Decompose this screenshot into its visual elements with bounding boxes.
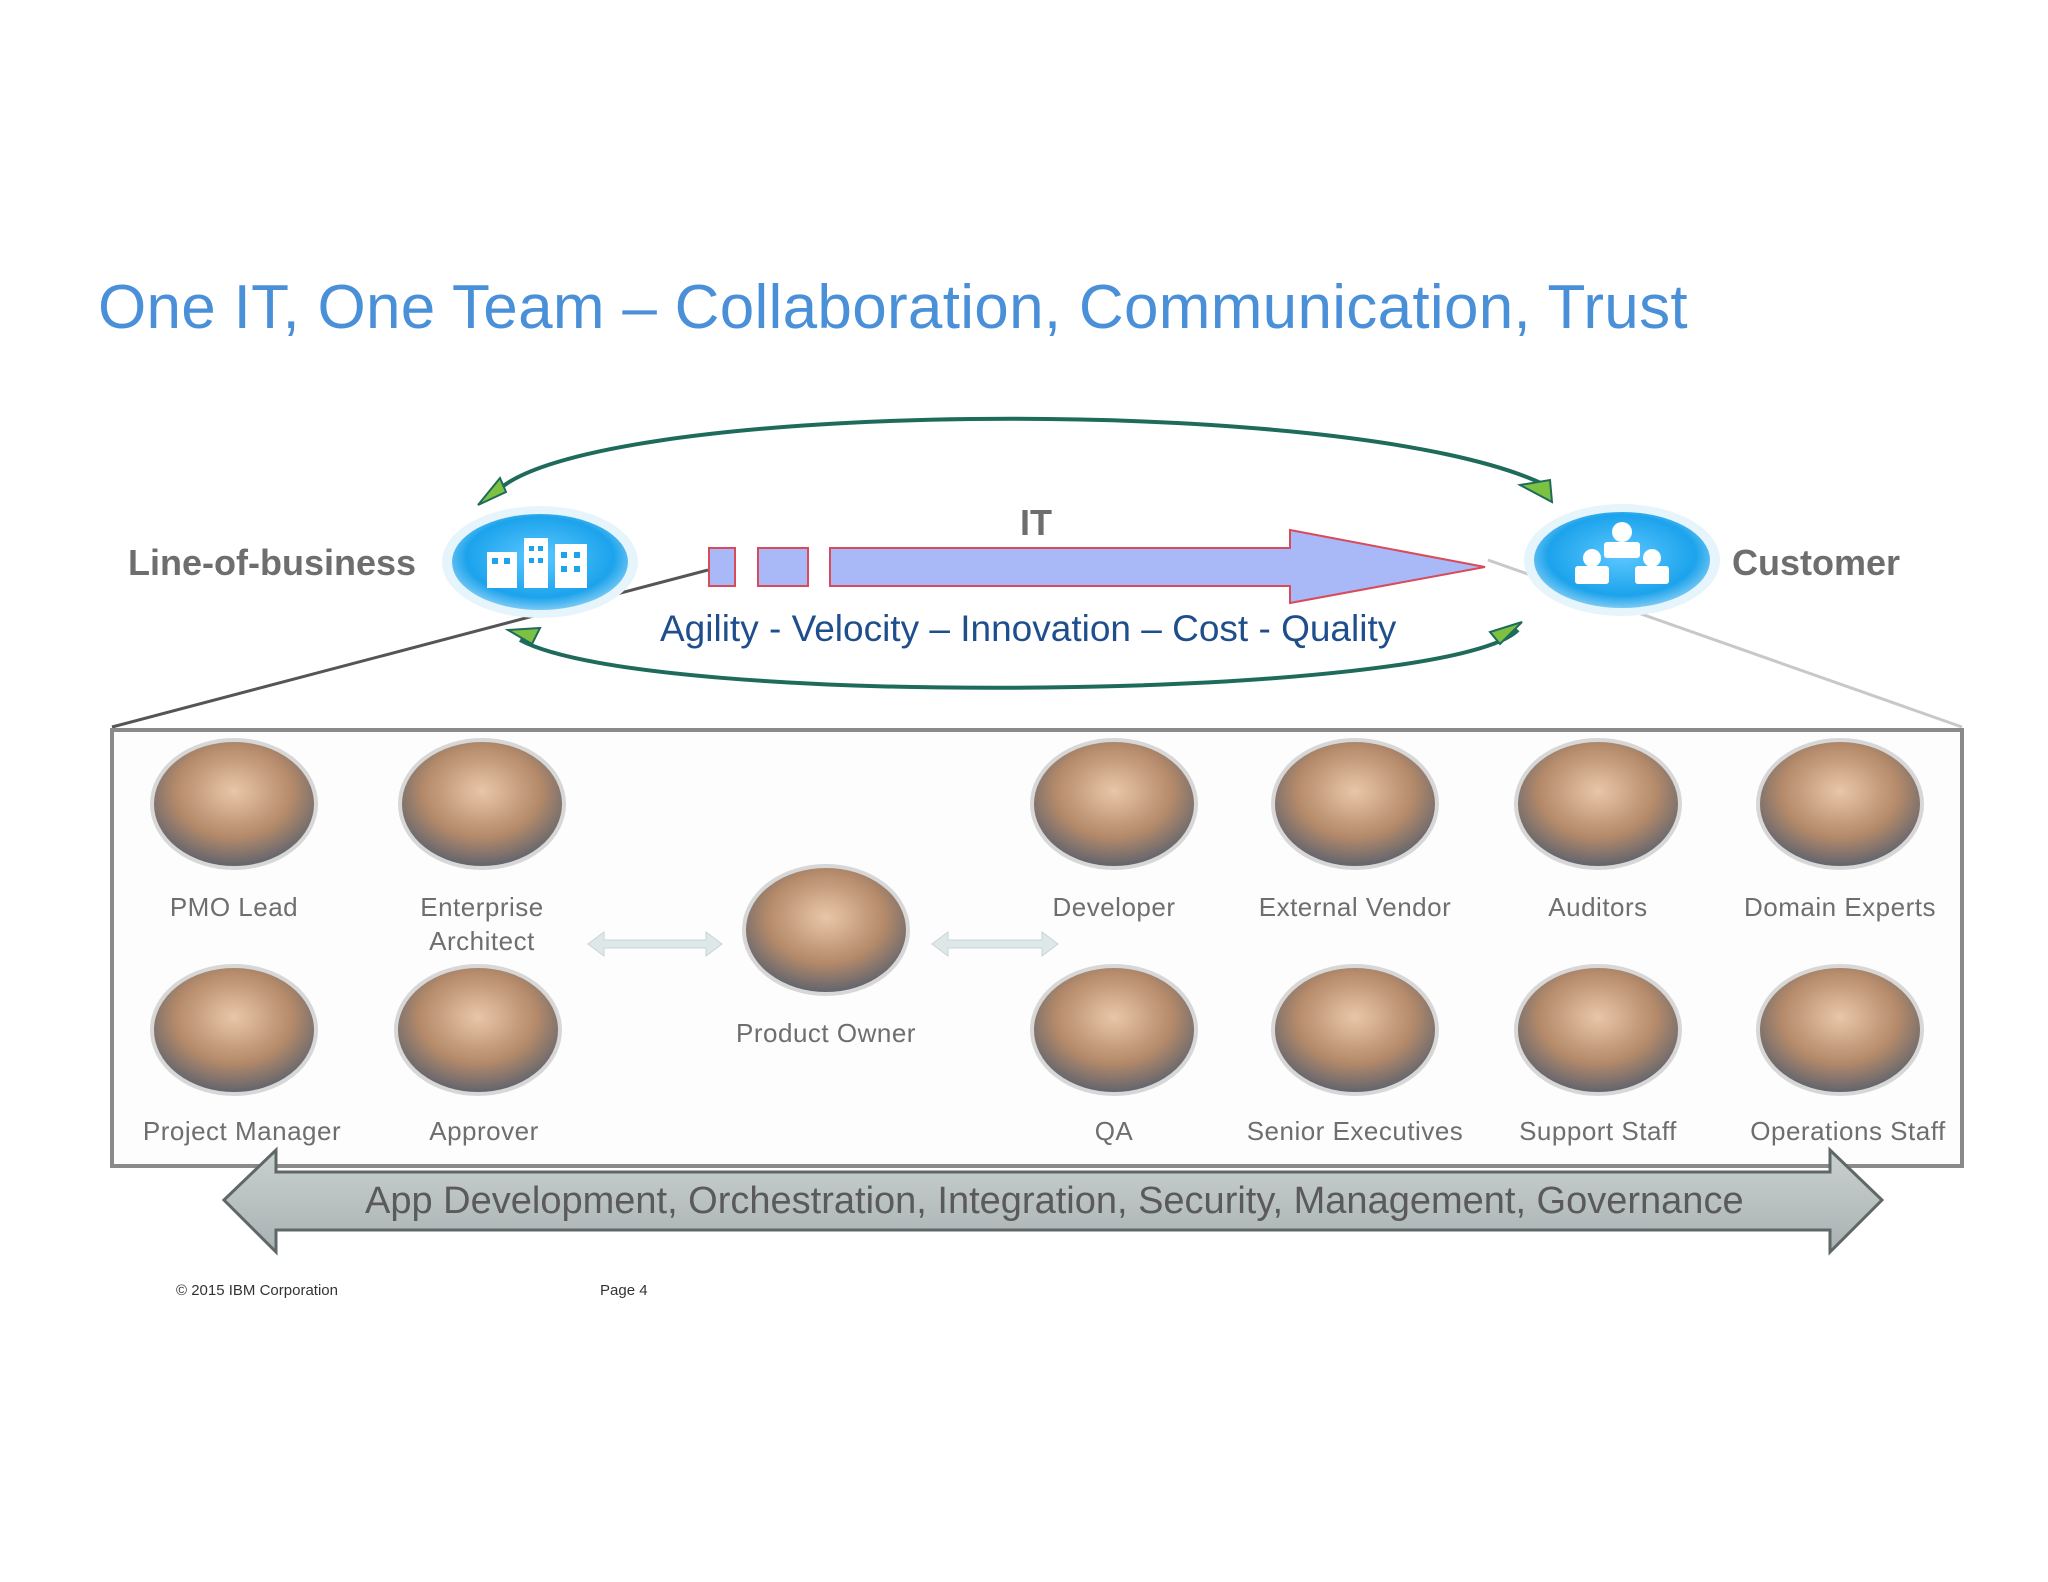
role-label-operations-staff: Operations Staff [1750,1116,1946,1146]
avatar-operations-staff [1756,964,1924,1096]
avatar-qa [1030,964,1198,1096]
role-label-product-owner: Product Owner [736,1018,916,1048]
role-label-support-staff: Support Staff [1519,1116,1677,1146]
avatar-pmo-lead [150,738,318,870]
role-label-enterprise-architect-2: Architect [429,926,535,956]
avatar-senior-executives [1271,964,1439,1096]
avatar-support-staff [1514,964,1682,1096]
top-arc-arrow [477,416,1554,506]
role-label-project-manager: Project Manager [142,1116,342,1146]
role-label-developer: Developer [1052,892,1176,922]
customer-label: Customer [1732,542,1901,583]
avatar-approver [394,964,562,1096]
role-label-domain-experts: Domain Experts [1744,892,1936,922]
avatar-project-manager [150,964,318,1096]
role-label-auditors: Auditors [1548,892,1648,922]
page-number: Page 4 [600,1282,648,1299]
org-chart-icon [1524,504,1720,616]
it-label: IT [1020,502,1052,543]
role-label-senior-executives: Senior Executives [1246,1116,1464,1146]
it-flow-arrow [708,528,1486,605]
avatar-product-owner [742,864,910,996]
role-label-external-vendor: External Vendor [1258,892,1452,922]
role-label-pmo-lead: PMO Lead [169,892,299,922]
line-of-business-label: Line-of-business [128,542,417,583]
role-label-qa: QA [1094,1116,1134,1146]
values-text: Agility - Velocity – Innovation – Cost -… [660,608,1397,649]
role-label-approver: Approver [429,1116,539,1146]
slide-title: One IT, One Team – Collaboration, Commun… [98,273,1688,342]
double-arrow-left [587,931,723,957]
avatar-auditors [1514,738,1682,870]
avatar-developer [1030,738,1198,870]
role-label-enterprise-architect-1: Enterprise [420,892,544,922]
double-arrow-right [931,931,1059,957]
bottom-arc-arrow [504,621,1523,690]
copyright-text: © 2015 IBM Corporation [176,1282,338,1299]
capabilities-text: App Development, Orchestration, Integrat… [365,1180,1744,1222]
avatar-enterprise-architect [398,738,566,870]
avatar-domain-experts [1756,738,1924,870]
bottom-double-arrow [221,1146,1885,1256]
building-icon [442,506,638,618]
avatar-external-vendor [1271,738,1439,870]
